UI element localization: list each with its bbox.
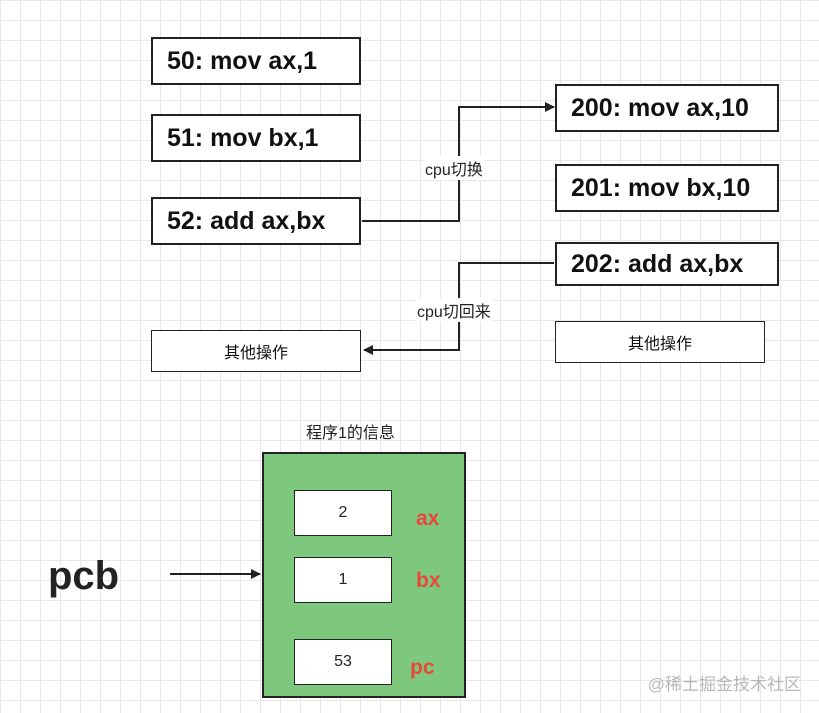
program1-line-50: 50: mov ax,1	[151, 37, 361, 85]
program2-line-200: 200: mov ax,10	[555, 84, 779, 132]
watermark: @稀土掘金技术社区	[647, 675, 801, 694]
register-ax-value: 2	[294, 490, 392, 536]
register-pc-name: pc	[410, 656, 435, 679]
program1-line-51: 51: mov bx,1	[151, 114, 361, 162]
program2-other-ops: 其他操作	[555, 321, 765, 363]
program1-other-ops: 其他操作	[151, 330, 361, 372]
register-bx-name: bx	[416, 569, 441, 592]
program2-line-202: 202: add ax,bx	[555, 242, 779, 286]
pcb-title: 程序1的信息	[306, 425, 395, 442]
program2-line-201: 201: mov bx,10	[555, 164, 779, 212]
cpu-switch-label: cpu切换	[423, 156, 485, 180]
cpu-switch-back-label: cpu切回来	[415, 298, 493, 322]
register-ax-name: ax	[416, 507, 440, 530]
pcb-label: pcb	[48, 554, 120, 598]
register-pc-value: 53	[294, 639, 392, 685]
program1-line-52: 52: add ax,bx	[151, 197, 361, 245]
register-bx-value: 1	[294, 557, 392, 603]
